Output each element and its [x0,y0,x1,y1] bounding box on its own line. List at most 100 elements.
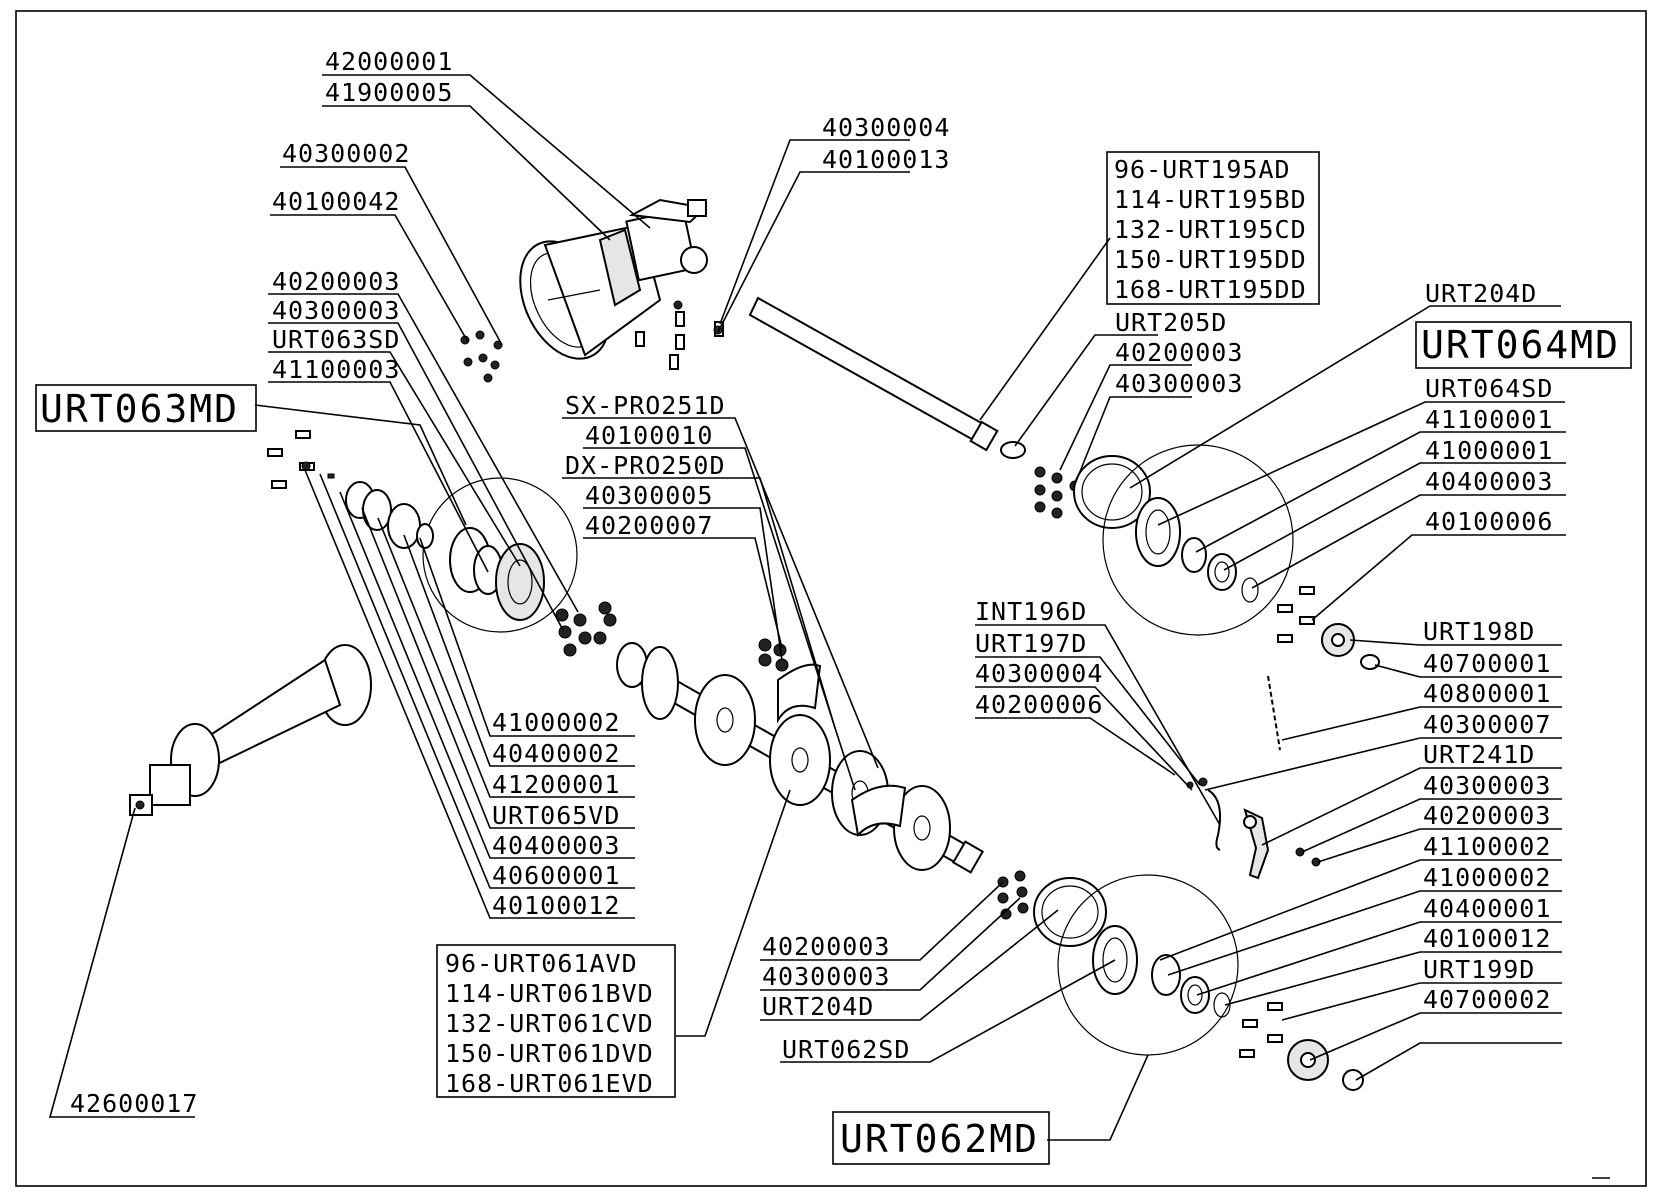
label-42600017: 42600017 [70,1089,198,1118]
label-URT204D-low: URT204D [762,992,874,1021]
nuts-lower [997,870,1029,920]
box-URT063MD [35,384,257,432]
label-URT065VD: URT065VD [492,801,620,830]
label-URT205D: URT205D [1115,308,1227,337]
flange-upper-right [1073,455,1151,529]
label-40700001: 40700001 [1423,649,1551,678]
label-40800001: 40800001 [1423,679,1551,708]
box-rotor-variants [436,944,676,1098]
label-40700002: 40700002 [1423,985,1551,1014]
label-40100010: 40100010 [585,421,713,450]
label-40200003-left: 40200003 [272,267,400,296]
small-nuts-top-left [460,330,503,383]
label-40100012-left: 40100012 [492,891,620,920]
label-INT196D: INT196D [975,597,1087,626]
chain [1267,675,1281,751]
shaft-variant-5: 168-URT195DD [1114,275,1307,304]
label-40300005: 40300005 [585,481,713,510]
tensioner-parts [1186,777,1321,880]
label-40300003-left: 40300003 [272,296,400,325]
label-40300007: 40300007 [1423,710,1551,739]
label-40100012-right: 40100012 [1423,924,1551,953]
bushing-lower [1342,1069,1364,1091]
part-labels: 42000001 41900005 40300002 40100042 4020… [35,47,1632,1165]
nuts-center [555,601,789,672]
shaft-variant-1: 96-URT195AD [1114,155,1291,184]
bearing-assembly-left [422,477,578,633]
label-41100003: 41100003 [272,355,400,384]
label-41900005: 41900005 [325,78,453,107]
rotor-variant-2: 114-URT061BVD [445,979,654,1008]
label-42000001: 42000001 [325,47,453,76]
label-40400002: 40400002 [492,739,620,768]
pto-driveshaft [129,644,372,816]
label-URT062SD: URT062SD [782,1035,910,1064]
label-40100042: 40100042 [272,187,400,216]
rotor-variant-3: 132-URT061CVD [445,1009,654,1038]
label-40400003-left: 40400003 [492,831,620,860]
bolts-lower [1239,1002,1283,1058]
leader-lines [48,74,1610,1179]
label-40200003-r2: 40200003 [1423,801,1551,830]
label-41100001: 41100001 [1425,405,1553,434]
drive-shaft [748,296,999,452]
shaft-variant-3: 132-URT195CD [1114,215,1307,244]
gearbox-assembly [519,198,708,360]
label-41000002-right: 41000002 [1423,863,1551,892]
label-40100013: 40100013 [822,145,950,174]
label-URT064MD: URT064MD [1421,323,1620,367]
rotor-variant-4: 150-URT061DVD [445,1039,654,1068]
shaft-variant-4: 150-URT195DD [1114,245,1307,274]
label-URT199D: URT199D [1423,955,1535,984]
rings-left [327,473,434,549]
label-40400001: 40400001 [1423,894,1551,923]
sprocket-upper [1321,623,1355,657]
label-URT197D: URT197D [975,629,1087,658]
label-URT063MD: URT063MD [40,387,239,431]
label-URT064SD: URT064SD [1425,374,1553,403]
label-40100006: 40100006 [1425,507,1553,536]
flange-lower [1033,877,1107,947]
part-drawings [129,198,1380,1091]
label-40200003-low: 40200003 [762,932,890,961]
box-URT062MD [832,1111,1050,1165]
label-40200007: 40200007 [585,511,713,540]
label-SX-PRO251D: SX-PRO251D [565,391,726,420]
label-URT062MD: URT062MD [840,1117,1039,1161]
bolts-right-upper [1277,586,1315,643]
bearing-assembly-upper-right [1102,444,1294,636]
label-URT204D-top: URT204D [1425,279,1537,308]
shaft-ring [1000,441,1026,459]
box-shaft-variants [1106,151,1320,305]
bushing-upper [1360,654,1380,670]
rotor-variant-5: 168-URT061EVD [445,1069,654,1098]
box-URT064MD [1415,321,1632,369]
label-40200006: 40200006 [975,690,1103,719]
label-DX-PRO250D: DX-PRO250D [565,451,726,480]
label-40300003-low: 40300003 [762,962,890,991]
label-41000001: 41000001 [1425,436,1553,465]
label-40600001: 40600001 [492,861,620,890]
gearbox-bolts [635,300,724,370]
label-41200001: 41200001 [492,770,620,799]
label-40300002: 40300002 [282,139,410,168]
rotor-variant-1: 96-URT061AVD [445,949,638,978]
bolts-left [267,430,315,489]
label-40300003-right: 40300003 [1115,369,1243,398]
drawing-frame [15,10,1647,1187]
label-41100002: 41100002 [1423,832,1551,861]
label-41000002-left: 41000002 [492,708,620,737]
label-URT198D: URT198D [1423,617,1535,646]
label-40300004-mid: 40300004 [975,659,1103,688]
label-URT063SD: URT063SD [272,325,400,354]
label-URT241D: URT241D [1423,740,1535,769]
sprocket-lower [1287,1039,1329,1081]
label-40300004-top: 40300004 [822,113,950,142]
bearing-assembly-lower [1057,874,1239,1056]
label-40200003-right: 40200003 [1115,338,1243,367]
label-40400003-right: 40400003 [1425,467,1553,496]
label-40300003-r2: 40300003 [1423,771,1551,800]
shaft-variant-2: 114-URT195BD [1114,185,1307,214]
